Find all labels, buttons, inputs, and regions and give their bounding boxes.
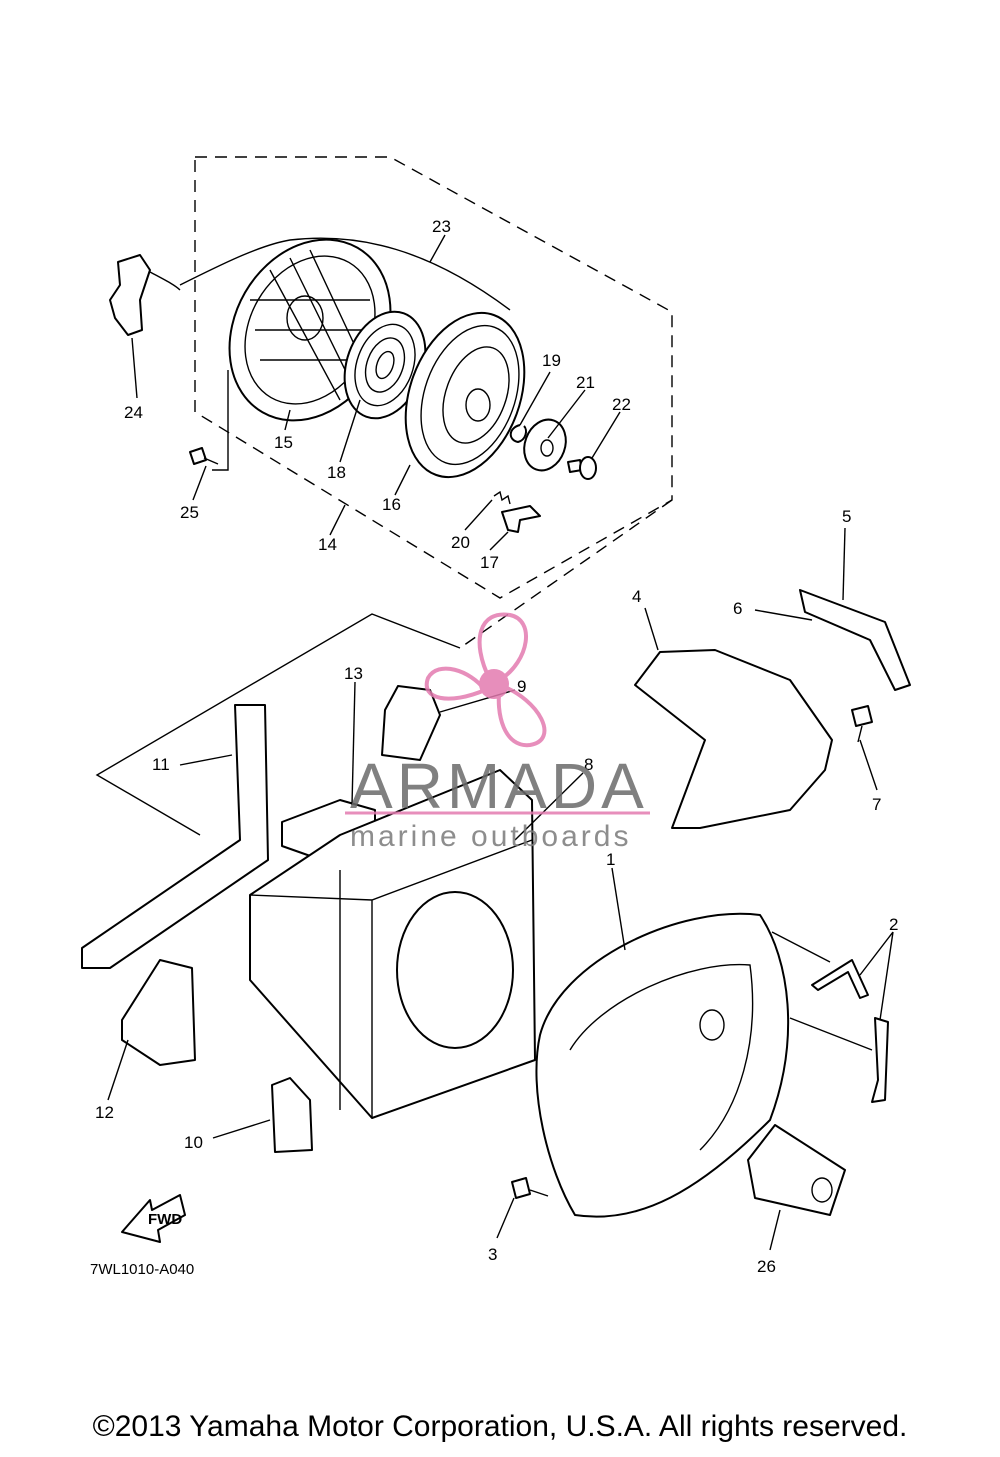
callout-16: 16 xyxy=(382,495,401,514)
starter-handle xyxy=(109,254,181,336)
callout-22: 22 xyxy=(612,395,631,414)
damper-9 xyxy=(381,685,441,761)
callout-5: 5 xyxy=(842,507,851,526)
callout-20: 20 xyxy=(451,533,470,552)
starter-rope xyxy=(179,237,511,311)
callout-7: 7 xyxy=(872,795,881,814)
lower-assembly-outline xyxy=(95,613,461,836)
cover-seal-guides xyxy=(771,931,873,1051)
callout-19: 19 xyxy=(542,351,561,370)
cover-seal-b xyxy=(871,1017,889,1103)
callout-15: 15 xyxy=(274,433,293,452)
drive-plate xyxy=(523,418,567,472)
callout-11: 11 xyxy=(152,755,170,774)
fwd-arrow: FWD xyxy=(121,1194,186,1243)
sheave-drum xyxy=(404,311,526,479)
copyright-notice: ©2013 Yamaha Motor Corporation, U.S.A. A… xyxy=(92,1410,908,1443)
seal-long xyxy=(81,704,269,969)
callout-3: 3 xyxy=(488,1245,497,1264)
leader-lines xyxy=(107,234,894,1251)
callout-25: 25 xyxy=(180,503,199,522)
watermark-brand: ARMADA xyxy=(350,750,648,822)
callout-2: 2 xyxy=(889,915,898,934)
callout-8: 8 xyxy=(584,755,593,774)
watermark-tagline: marine outboards xyxy=(350,820,631,853)
callout-17: 17 xyxy=(480,553,499,572)
damper-12 xyxy=(121,959,196,1066)
callout-10: 10 xyxy=(184,1133,203,1152)
intake-duct xyxy=(634,649,833,829)
callout-21: 21 xyxy=(576,373,595,392)
callout-13: 13 xyxy=(344,664,363,683)
group-connection-line xyxy=(459,499,673,649)
drive-pawl xyxy=(501,505,541,533)
cover-seal-a xyxy=(811,959,869,999)
callout-9: 9 xyxy=(517,677,526,696)
watermark: ARMADA marine outboards xyxy=(345,612,650,853)
duct-seal xyxy=(799,589,911,691)
cover-bolt xyxy=(511,1177,549,1199)
callout-26: 26 xyxy=(757,1257,776,1276)
pawl-spring xyxy=(493,490,511,505)
flywheel-cover xyxy=(535,912,790,1218)
callout-12: 12 xyxy=(95,1103,114,1122)
flywheel-damper xyxy=(747,1124,846,1216)
spiral-spring xyxy=(343,310,427,420)
duct-screw xyxy=(851,705,873,743)
starter-bolt xyxy=(567,456,597,480)
callout-4: 4 xyxy=(632,587,641,606)
callout-18: 18 xyxy=(327,463,346,482)
callout-14: 14 xyxy=(318,535,337,554)
callout-23: 23 xyxy=(432,217,451,236)
circlip xyxy=(509,424,527,443)
callouts: 23 24 15 18 16 19 21 22 25 14 20 17 5 4 … xyxy=(95,217,898,1276)
callout-6: 6 xyxy=(733,599,742,618)
starter-case-bolt xyxy=(189,447,219,465)
diagram-code: 7WL1010-A040 xyxy=(90,1261,194,1278)
propeller-logo-icon xyxy=(424,612,547,748)
callout-24: 24 xyxy=(124,403,143,422)
callout-1: 1 xyxy=(606,850,615,869)
fwd-label: FWD xyxy=(148,1211,182,1228)
damper-10 xyxy=(271,1077,313,1153)
silencer-case xyxy=(249,769,536,1119)
